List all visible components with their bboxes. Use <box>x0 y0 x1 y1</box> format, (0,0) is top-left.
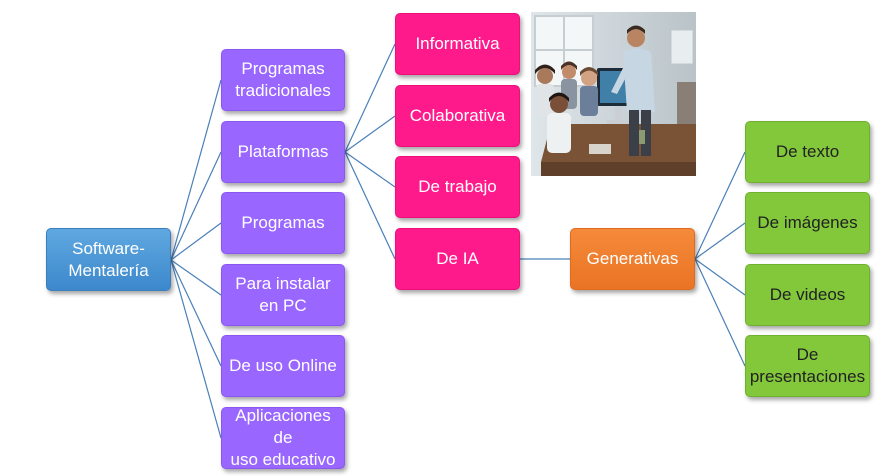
node-label: De videos <box>769 285 846 304</box>
connector-plat-4 <box>344 151 396 260</box>
node-programas-tradicionales: Programas tradicionales <box>221 49 345 111</box>
node-uso-online: De uso Online <box>221 335 345 397</box>
connector-gen-1 <box>694 151 746 260</box>
connector-root-6 <box>170 259 222 439</box>
node-aplicaciones: Aplicaciones de uso educativo <box>221 406 345 469</box>
connector-root-3 <box>170 222 222 261</box>
node-plataformas: Plataformas <box>221 121 345 183</box>
node-label: Programas tradicionales <box>235 59 331 100</box>
connector-root-2 <box>170 151 222 261</box>
connector-plat-2 <box>344 115 396 153</box>
node-informativa: Informativa <box>395 13 520 75</box>
node-label: Aplicaciones de uso educativo <box>230 406 336 469</box>
node-label: De IA <box>436 249 479 268</box>
node-de-videos: De videos <box>745 264 870 326</box>
node-label: De trabajo <box>418 177 497 196</box>
connector-gen-4 <box>694 258 746 367</box>
connector-root-4 <box>170 259 222 296</box>
node-de-imagenes: De imágenes <box>745 192 870 254</box>
node-label: Para instalar en PC <box>235 274 331 315</box>
node-de-ia: De IA <box>395 228 520 290</box>
connector-root-1 <box>170 79 222 261</box>
node-programas: Programas <box>221 192 345 254</box>
node-label: Generativas <box>586 249 679 268</box>
node-de-presentaciones: De presentaciones <box>745 335 870 397</box>
node-para-instalar: Para instalar en PC <box>221 264 345 326</box>
node-colaborativa: Colaborativa <box>395 85 520 147</box>
node-label: Programas <box>241 213 325 232</box>
node-de-texto: De texto <box>745 121 870 183</box>
node-label: De uso Online <box>229 356 337 375</box>
connector-plat-1 <box>344 43 396 153</box>
classroom-photo <box>531 12 696 176</box>
node-label: Plataformas <box>237 142 329 161</box>
connector-gen-3 <box>694 258 746 296</box>
node-de-trabajo: De trabajo <box>395 156 520 218</box>
node-label: De imágenes <box>757 213 858 232</box>
node-generativas: Generativas <box>570 228 695 290</box>
node-label: De texto <box>775 142 840 161</box>
root-node: Software- Mentalería <box>46 228 171 291</box>
node-label: Informativa <box>415 34 500 53</box>
connector-root-5 <box>170 259 222 367</box>
node-label: De presentaciones <box>749 345 866 386</box>
connector-plat-3 <box>344 151 396 188</box>
connector-gen-2 <box>694 222 746 260</box>
node-label: Colaborativa <box>409 106 506 125</box>
root-label: Software- Mentalería <box>68 238 149 280</box>
